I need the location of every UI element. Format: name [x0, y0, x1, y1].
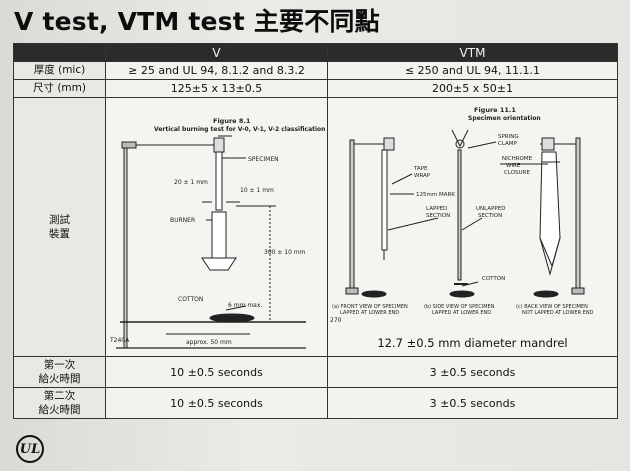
vtm-fig-cotton: COTTON	[482, 276, 505, 282]
cell-vtm-second-flame: 3 ±0.5 seconds	[327, 387, 618, 419]
apparatus-label-line1: 測試	[49, 213, 70, 226]
v-fig-code: T240A	[109, 337, 130, 344]
vtm-fig-code: 270	[330, 317, 342, 324]
vtm-test-diagram: Figure 11.1 Specimen orientation TAPE WR…	[330, 106, 594, 324]
cell-v-size: 125±5 x 13±0.5	[105, 79, 328, 98]
vtm-fig-unlapped-section: SECTION	[478, 213, 502, 219]
vtm-fig-cap-b1: (b) SIDE VIEW OF SPECIMEN	[424, 304, 495, 310]
vtm-fig-subtitle: Specimen orientation	[468, 115, 541, 122]
v-fig-subtitle: Vertical burning test for V-0, V-1, V-2 …	[154, 126, 325, 133]
cell-vtm-size: 200±5 x 50±1	[327, 79, 618, 98]
row-label-second-flame: 第二次 給火時間	[13, 387, 106, 419]
v-fig-specimen: SPECIMEN	[248, 156, 279, 163]
second-flame-label-line1: 第二次	[43, 389, 76, 402]
row-label-size: 尺寸 (mm)	[13, 79, 106, 98]
cell-v-first-flame: 10 ±0.5 seconds	[105, 356, 328, 388]
vtm-fig-closure: CLOSURE	[504, 170, 530, 176]
vtm-fig-cap-a1: (a) FRONT VIEW OF SPECIMEN	[332, 304, 408, 310]
second-flame-label-line2: 給火時間	[38, 404, 81, 416]
cell-v-thickness: ≥ 25 and UL 94, 8.1.2 and 8.3.2	[105, 61, 328, 80]
row-label-apparatus: 測試 裝置	[13, 97, 106, 357]
header-blank	[13, 43, 106, 62]
vtm-fig-cap-a2: LAPPED AT LOWER END	[340, 310, 399, 316]
table-row: 厚度 (mic) ≥ 25 and UL 94, 8.1.2 and 8.3.2…	[13, 61, 618, 80]
first-flame-label-line2: 給火時間	[38, 373, 81, 385]
cell-vtm-first-flame: 3 ±0.5 seconds	[327, 356, 618, 388]
vtm-fig-unlapped: UNLAPPED	[476, 206, 505, 212]
table-header-row: V VTM	[13, 43, 618, 62]
ul-logo: UL	[16, 435, 44, 463]
page-title: V test, VTM test 主要不同點	[14, 7, 380, 36]
v-fig-dim5: approx. 50 mm	[186, 339, 232, 346]
cell-vtm-figure: Figure 11.1 Specimen orientation TAPE WR…	[327, 97, 618, 357]
header-v: V	[105, 43, 328, 62]
v-fig-dim2: 10 ± 1 mm	[240, 187, 274, 194]
v-fig-dim4: 6 mm max.	[228, 302, 262, 309]
vtm-mandrel-note: 12.7 ±0.5 mm diameter mandrel	[377, 336, 568, 350]
vtm-fig-mark: 125mm MARK	[416, 192, 455, 198]
vtm-fig-cap-c2: NOT LAPPED AT LOWER END	[522, 310, 594, 316]
v-fig-burner: BURNER	[170, 217, 195, 224]
vtm-fig-lapped-section: SECTION	[426, 213, 450, 219]
vtm-fig-title: Figure 11.1	[474, 106, 516, 114]
row-label-first-flame: 第一次 給火時間	[13, 356, 106, 388]
table-row: 測試 裝置	[13, 97, 618, 357]
vtm-fig-cap-b2: LAPPED AT LOWER END	[432, 310, 491, 316]
cell-vtm-thickness: ≤ 250 and UL 94, 11.1.1	[327, 61, 618, 80]
comparison-table: V VTM 厚度 (mic) ≥ 25 and UL 94, 8.1.2 and…	[13, 43, 618, 419]
v-fig-dim1: 20 ± 1 mm	[174, 179, 208, 186]
table-row: 第一次 給火時間 10 ±0.5 seconds 3 ±0.5 seconds	[13, 356, 618, 388]
vtm-fig-nichrome: NICHROME	[502, 156, 533, 162]
apparatus-label-line2: 裝置	[49, 228, 70, 240]
vtm-fig-spring: SPRING	[498, 134, 519, 140]
header-vtm: VTM	[327, 43, 618, 62]
v-fig-dim3: 300 ± 10 mm	[264, 249, 306, 256]
vtm-fig-tape: TAPE	[413, 166, 428, 172]
table-row: 第二次 給火時間 10 ±0.5 seconds 3 ±0.5 seconds	[13, 387, 618, 419]
cell-v-second-flame: 10 ±0.5 seconds	[105, 387, 328, 419]
v-fig-title: Figure 8.1	[213, 117, 251, 125]
row-label-thickness: 厚度 (mic)	[13, 61, 106, 80]
v-fig-cotton: COTTON	[178, 296, 203, 303]
vtm-fig-lapped: LAPPED	[426, 206, 447, 212]
first-flame-label-line1: 第一次	[43, 358, 76, 371]
table-row: 尺寸 (mm) 125±5 x 13±0.5 200±5 x 50±1	[13, 79, 618, 98]
cell-v-figure: Figure 8.1 Vertical burning test for V-0…	[105, 97, 328, 357]
vtm-fig-wrap: WRAP	[414, 173, 431, 179]
vtm-fig-clamp: CLAMP	[498, 141, 518, 147]
vtm-fig-cap-c1: (c) BACK VIEW OF SPECIMEN	[516, 304, 588, 310]
vtm-fig-wire: WIRE	[506, 163, 521, 169]
v-test-diagram: Figure 8.1 Vertical burning test for V-0…	[109, 117, 325, 349]
